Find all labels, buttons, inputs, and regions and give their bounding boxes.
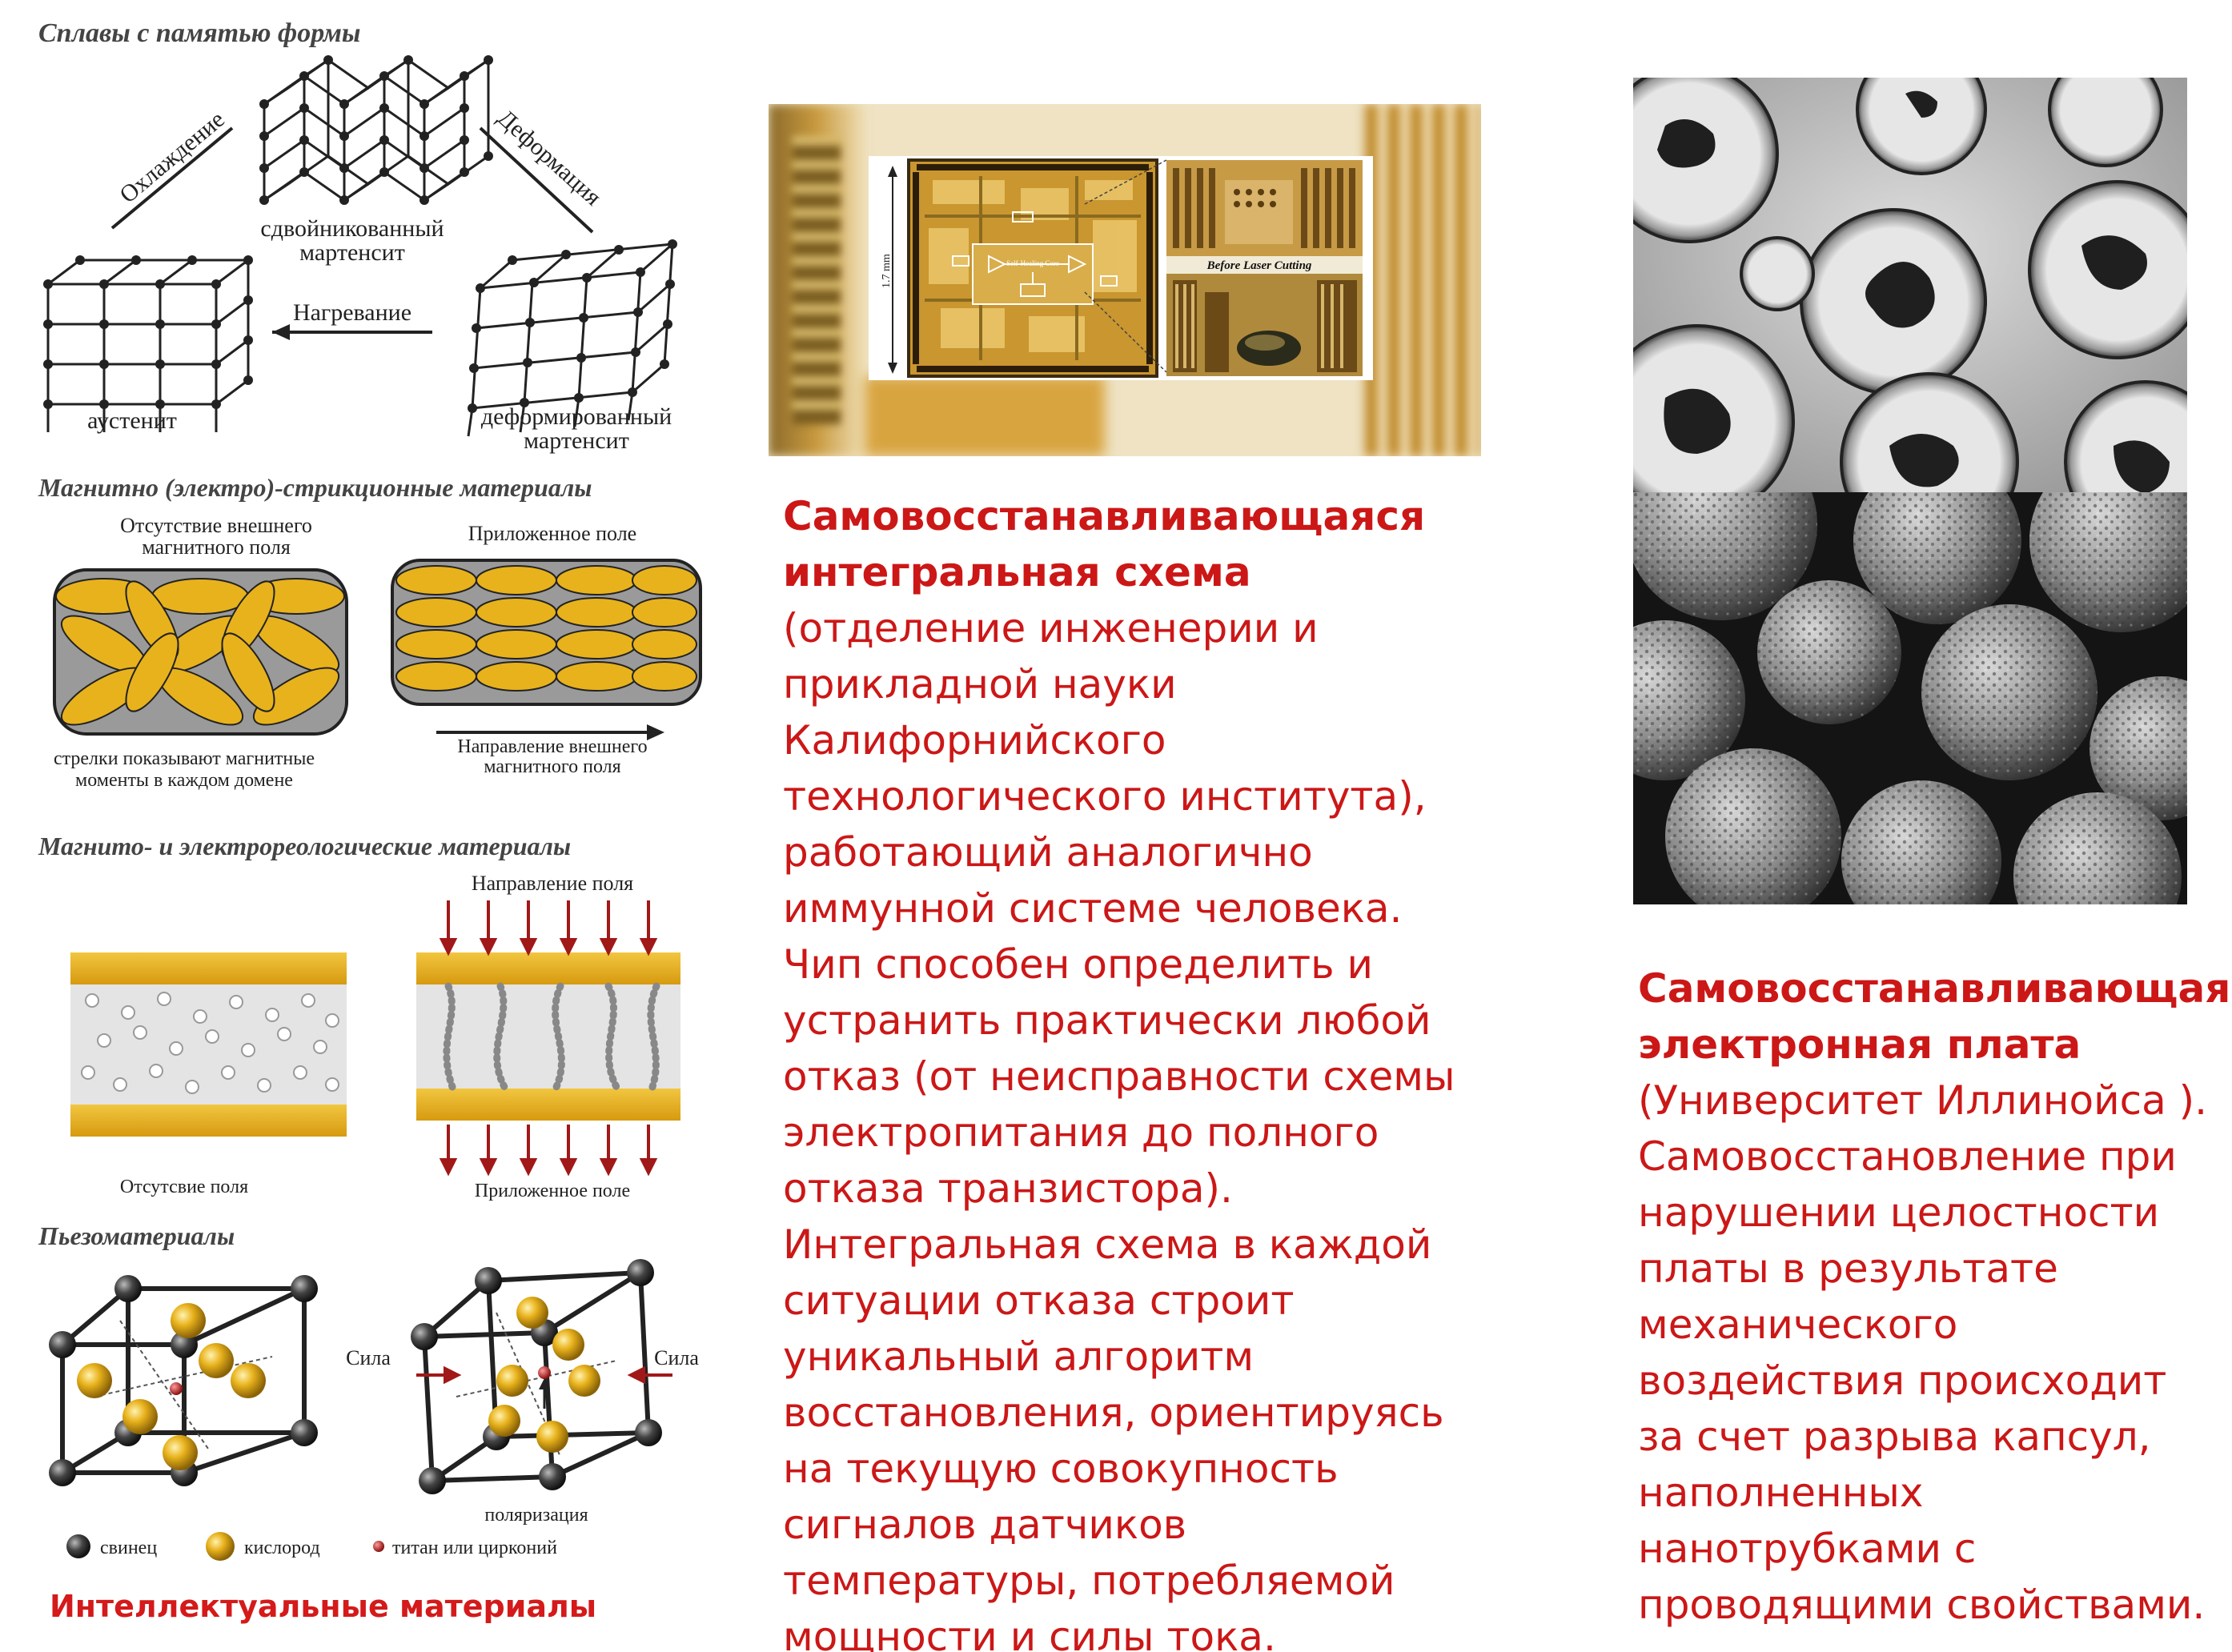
austenite-label: аустенит: [87, 407, 177, 434]
twinned-label: сдвойникованный: [260, 215, 444, 242]
deformed-martensite-lattice: [467, 239, 677, 437]
domains-applied-field: [391, 559, 702, 706]
ic-description: Самовосстанавливающаяся интегральная схе…: [783, 488, 1463, 1652]
deformed-label-2: мартенсит: [524, 427, 629, 454]
legend-lead: свинец: [100, 1538, 157, 1558]
piezo-cube-unstrained: [49, 1275, 318, 1486]
polarization-label: поляризация: [484, 1505, 588, 1526]
legend-titanium: титан или цирконий: [392, 1538, 557, 1558]
field-direction-label: Направление поля: [472, 872, 633, 895]
deformation-arrow: [479, 126, 594, 234]
applied-field-label: Приложенное поле: [468, 522, 636, 545]
rheo-applied-field: [416, 900, 680, 1177]
smart-materials-figure: Сплавы с памятью формы сдвойникованный м…: [38, 18, 702, 1561]
field-direction-arrow: [436, 724, 664, 740]
inset-label: Before Laser Cutting: [1206, 259, 1312, 272]
cooling-label: Охлаждение: [114, 106, 230, 208]
ic-title: Самовосстанавливающаяся интегральная схе…: [783, 493, 1426, 595]
no-field-label-2: магнитного поля: [142, 535, 291, 559]
force-left-label: Сила: [346, 1346, 391, 1369]
microcapsules-sem-image: [1633, 492, 2187, 904]
direction-label-2: магнитного поля: [484, 756, 620, 777]
smart-materials-caption: Интеллектуальные материалы: [50, 1589, 597, 1624]
arrows-note-2: моменты в каждом домене: [75, 770, 293, 791]
heating-arrow: [272, 324, 432, 340]
austenite-lattice: [43, 255, 253, 432]
die-dimension-label: 1.7 mm: [881, 254, 893, 288]
force-right-label: Сила: [654, 1346, 699, 1369]
heating-label: Нагревание: [293, 299, 411, 326]
microcapsules-optical-image: [1633, 78, 2187, 508]
absent-field-label: Отсутсвие поля: [120, 1177, 248, 1197]
arrows-note: стрелки показывают магнитные: [54, 748, 315, 769]
dimension-arrow: [888, 166, 897, 374]
sma-heading: Сплавы с памятью формы: [38, 18, 360, 48]
deformed-label: деформированный: [481, 403, 672, 430]
applied-field-label-2: Приложенное поле: [475, 1181, 630, 1201]
piezo-heading: Пьезоматериалы: [38, 1221, 235, 1250]
legend-oxygen: кислород: [244, 1538, 320, 1558]
piezo-legend: свинец кислород титан или цирконий: [66, 1532, 557, 1561]
pcb-title: Самовосстанавливающаяся электронная плат…: [1638, 965, 2232, 1068]
piezo-cube-strained: [411, 1259, 662, 1494]
domains-no-field: [53, 568, 348, 736]
cooling-arrow: [110, 126, 234, 230]
pcb-body: (Университет Иллинойса ). Самовосстановл…: [1638, 1077, 2208, 1628]
ic-body: (отделение инженерии и прикладной науки …: [783, 605, 1455, 1652]
twinned-martensite-lattice: [259, 55, 493, 205]
rheo-no-field: [70, 952, 347, 1137]
deformation-label: Деформация: [492, 105, 606, 211]
rheo-heading: Магнито- и электрореологические материал…: [38, 832, 571, 860]
twinned-label-2: мартенсит: [299, 239, 405, 266]
chip-die-image: Self-Healing Core 1.7 mm Before Laser Cu…: [869, 156, 1373, 380]
pcb-description: Самовосстанавливающаяся электронная плат…: [1638, 960, 2232, 1633]
laser-cutting-inset: Before Laser Cutting: [1166, 160, 1363, 376]
direction-label: Направление внешнего: [457, 736, 647, 757]
force-arrows: [416, 1365, 672, 1385]
magneto-heading: Магнитно (электро)-стрикционные материал…: [38, 473, 592, 502]
self-healing-core-label: Self-Healing Core: [1006, 259, 1059, 267]
no-field-label: Отсутствие внешнего: [120, 514, 312, 537]
